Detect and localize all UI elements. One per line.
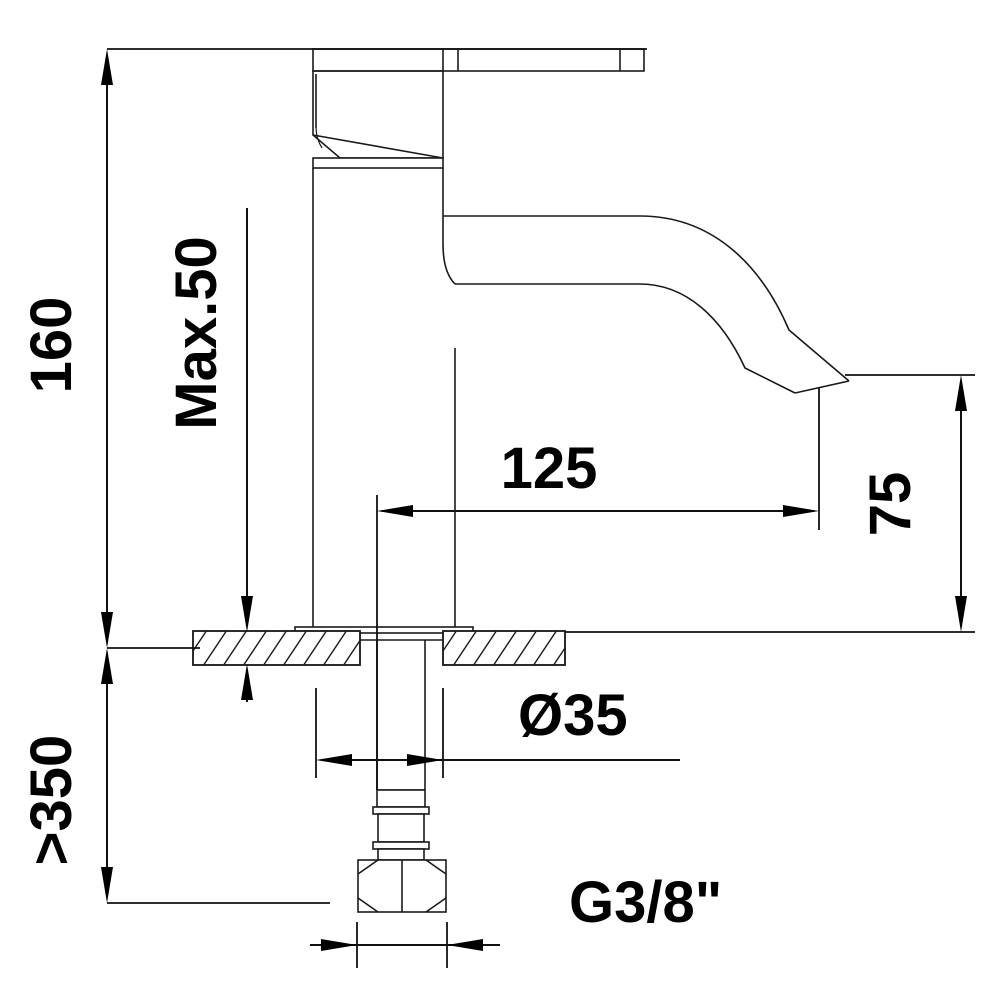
dimension-spout-height-75 — [565, 374, 975, 633]
mounting-deck-section — [192, 630, 566, 666]
label-height-75: 75 — [858, 472, 923, 537]
threaded-shank — [376, 640, 426, 791]
label-diameter-35: Ø35 — [518, 683, 628, 748]
label-max-50: Max.50 — [164, 236, 229, 429]
dimension-thread-g38 — [310, 922, 500, 968]
deck-hatch-right — [443, 631, 565, 665]
dimension-supply-350 — [101, 648, 330, 904]
label-supply-350: >350 — [19, 735, 84, 866]
hose-nipple — [372, 789, 430, 861]
dimension-shank-diameter-35 — [315, 688, 680, 778]
label-reach-125: 125 — [501, 436, 598, 501]
faucet-body-column — [312, 168, 456, 631]
body-collar — [312, 157, 444, 169]
deck-hatch-left — [193, 631, 360, 665]
handle-hub — [312, 70, 444, 159]
dimension-spout-reach-125 — [376, 388, 820, 790]
dimension-text-layer: 160 Max.50 >350 125 75 Ø35 G3/8" — [19, 236, 923, 935]
label-thread-g38: G3/8" — [569, 870, 722, 935]
faucet-body-geometry — [192, 48, 850, 913]
spout — [442, 215, 850, 394]
hex-nut — [357, 859, 447, 913]
dimension-overall-height-160 — [101, 48, 647, 649]
dimension-max-deck-50 — [241, 208, 253, 702]
label-height-160: 160 — [19, 297, 84, 394]
lever-handle — [312, 48, 645, 72]
